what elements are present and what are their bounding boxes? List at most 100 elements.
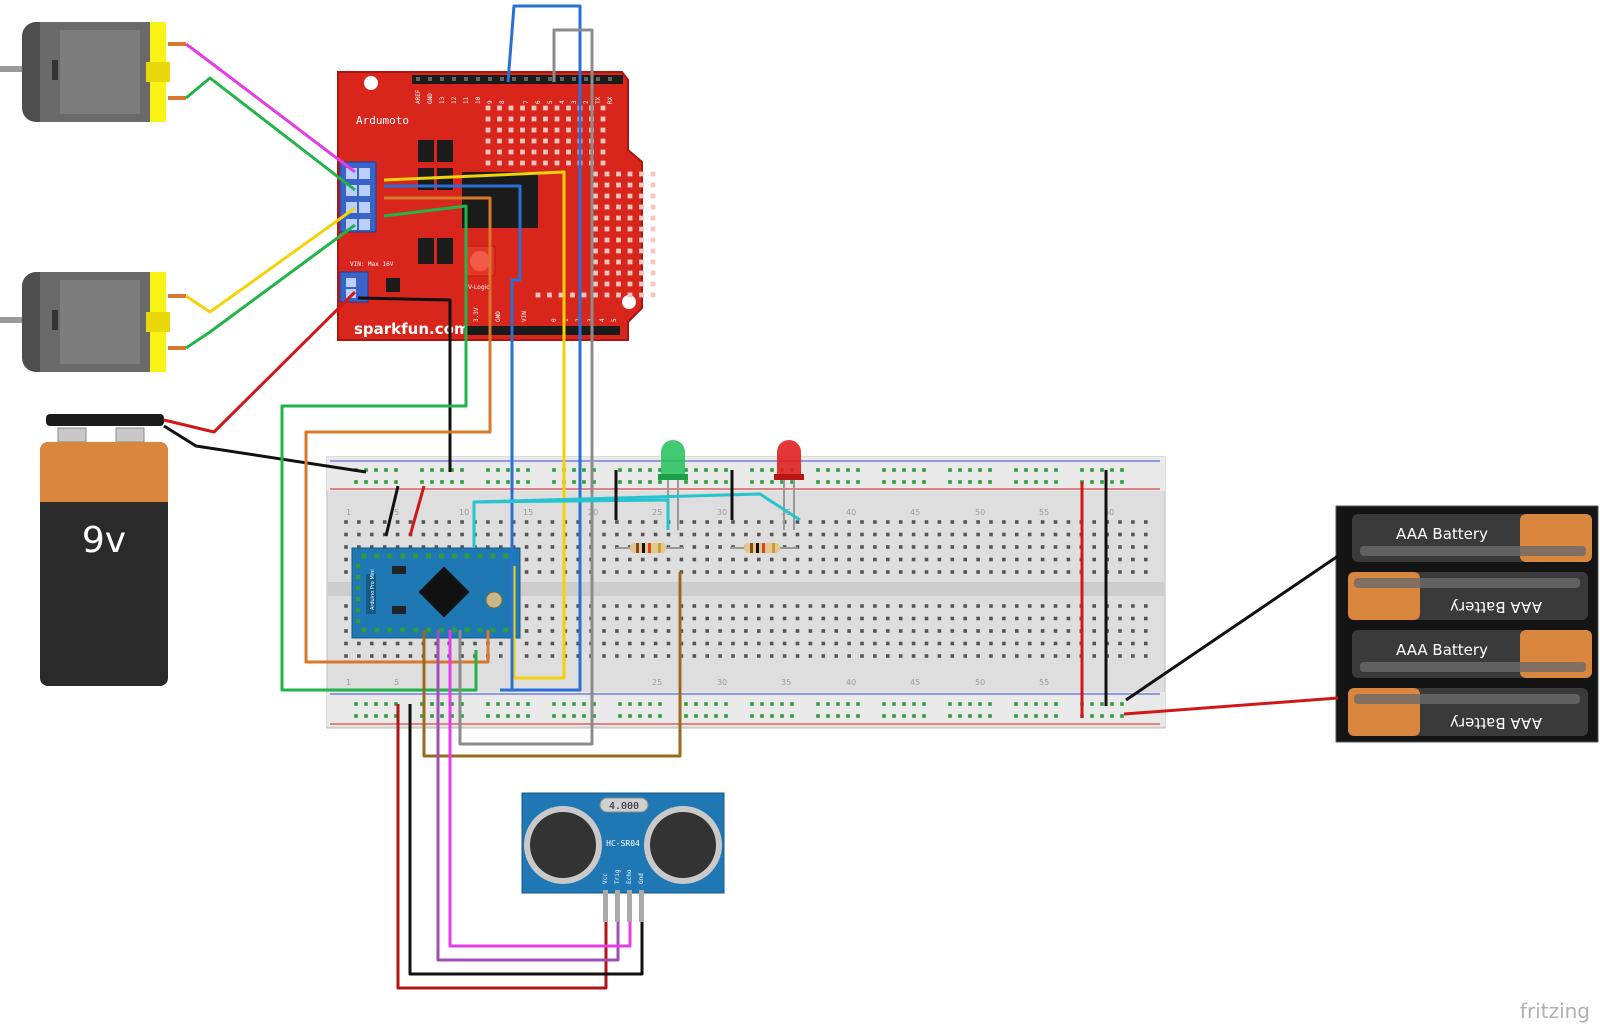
bb-hole — [537, 545, 542, 549]
bb-hole — [950, 545, 955, 549]
bb-hole — [937, 520, 942, 524]
bb-hole — [808, 570, 813, 574]
mini-label: Arduino Pro Mini — [370, 569, 376, 610]
bb-hole — [1053, 616, 1058, 621]
bb-hole — [602, 604, 606, 608]
proto-hole — [604, 281, 610, 287]
bb-hole — [460, 520, 464, 524]
bb-hole — [576, 570, 580, 574]
hdr-label: 11 — [463, 96, 470, 104]
bb-hole — [886, 532, 890, 537]
proto-hole — [520, 116, 525, 122]
bb-hole — [782, 604, 787, 608]
rail-hole — [384, 480, 388, 484]
header-pin — [464, 77, 468, 81]
bb-hole — [795, 641, 800, 646]
rail-hole — [948, 480, 952, 484]
bb-hole — [1040, 604, 1045, 608]
rail-hole — [562, 702, 566, 706]
proto-hole — [566, 127, 571, 133]
proto-hole — [593, 215, 598, 221]
rail-hole — [592, 702, 596, 706]
bb-hole — [1131, 570, 1135, 574]
rail-hole — [714, 468, 718, 472]
proto-hole — [508, 127, 514, 133]
rail-hole — [704, 702, 708, 706]
bb-hole — [731, 570, 735, 574]
bb-hole — [537, 532, 542, 537]
rail-hole — [460, 480, 464, 484]
proto-hole — [485, 138, 491, 144]
wire-black-gnd — [357, 296, 452, 472]
bb-hole — [1053, 641, 1058, 646]
bb-hole — [1027, 557, 1032, 562]
bb-hole — [718, 616, 722, 621]
bb-hole — [524, 520, 529, 524]
bb-hole — [679, 520, 684, 524]
bb-hole — [886, 654, 890, 658]
bb-hole — [1118, 520, 1122, 524]
rail-hole — [826, 480, 830, 484]
bb-hole — [911, 532, 916, 537]
wire-cyan-led2 — [473, 498, 670, 530]
rail-hole — [354, 480, 358, 484]
wire-black-9v — [163, 424, 367, 474]
bb-hole — [421, 520, 426, 524]
bb-hole — [1066, 616, 1071, 621]
rail-hole — [922, 702, 926, 706]
mini-pin — [477, 553, 483, 559]
bb-hole — [1015, 570, 1019, 574]
proto-hole — [543, 116, 548, 122]
bb-hole — [524, 570, 529, 574]
bb-hole — [718, 545, 722, 549]
rail-hole — [582, 714, 586, 718]
bb-hole — [408, 654, 413, 658]
rail-hole — [968, 468, 972, 472]
bb-hole — [1053, 557, 1058, 562]
bb-hole — [963, 654, 967, 658]
bb-hole — [460, 545, 464, 549]
bb-hole — [924, 604, 929, 608]
bb-hole — [873, 604, 877, 608]
rail-hole — [440, 480, 444, 484]
header-pin — [536, 77, 540, 81]
bb-hole — [692, 545, 697, 549]
mini-pin — [439, 627, 444, 633]
proto-hole — [627, 237, 633, 243]
header-pin — [476, 77, 480, 81]
header-pin — [452, 77, 456, 81]
crystal-label: 4.000 — [609, 801, 639, 812]
bb-hole — [705, 557, 709, 562]
wire-black-aaa — [1125, 554, 1339, 702]
rail-hole — [496, 702, 500, 706]
proto-hole — [639, 215, 644, 221]
proto-hole — [497, 116, 502, 122]
bb-hole — [370, 532, 374, 537]
rail-hole — [354, 714, 358, 718]
bb-hole — [1040, 557, 1045, 562]
bb-hole — [989, 641, 993, 646]
rail-hole — [486, 468, 490, 472]
proto-hole — [497, 105, 502, 111]
bb-hole — [344, 654, 348, 658]
aaa-battery-pack: AAA Battery AAA Battery AAA Battery AAA … — [1335, 505, 1599, 743]
rail-hole — [430, 480, 434, 484]
rail-hole — [364, 480, 368, 484]
bb-hole — [1053, 629, 1058, 633]
bottom-label: 4 — [599, 318, 606, 322]
shield-title: Ardumoto — [356, 114, 409, 127]
bottom-label: 5 — [611, 318, 618, 322]
breadboard-holes — [344, 520, 1148, 658]
rail-hole — [790, 702, 794, 706]
proto-hole — [604, 259, 610, 265]
proto-hole — [497, 127, 502, 133]
bb-hole — [653, 616, 658, 621]
rail-hole — [892, 480, 896, 484]
bb-hole — [873, 532, 877, 537]
bb-hole — [550, 654, 555, 658]
resistor-1 — [616, 543, 684, 553]
rail-hole — [374, 702, 378, 706]
bb-hole — [692, 557, 697, 562]
bb-hole — [382, 654, 387, 658]
